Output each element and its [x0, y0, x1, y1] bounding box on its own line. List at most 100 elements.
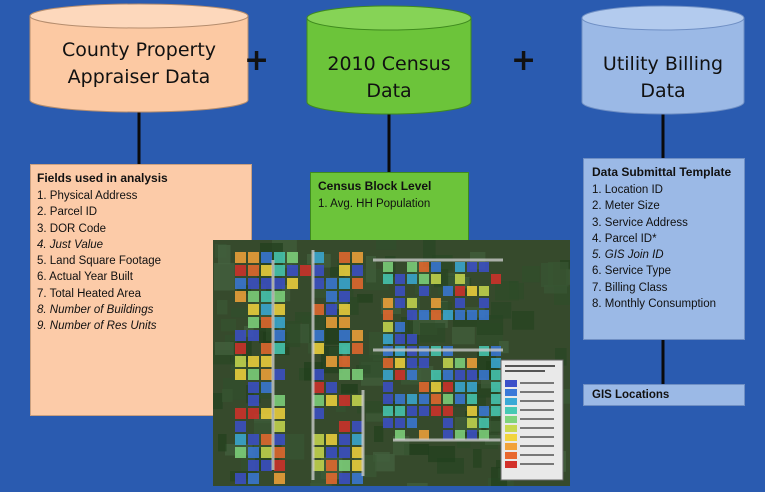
- list-item: 1. Avg. HH Population: [318, 198, 431, 210]
- parcel-cell: [352, 473, 363, 484]
- parcel-cell: [431, 394, 441, 404]
- map-legend-swatch-label: [520, 418, 554, 420]
- forest-texture: [428, 446, 456, 463]
- parcel-cell: [455, 286, 465, 296]
- forest-texture: [213, 393, 223, 410]
- map-legend-swatch: [505, 434, 517, 441]
- parcel-cell: [274, 434, 285, 445]
- parcel-cell: [261, 369, 272, 380]
- parcel-cell: [455, 298, 465, 308]
- parcel-cell: [352, 330, 363, 341]
- parcel-cell: [395, 406, 405, 416]
- parcel-cell: [313, 382, 324, 393]
- forest-texture: [435, 302, 452, 314]
- parcel-cell: [313, 343, 324, 354]
- list-item: 3. Service Address: [592, 216, 688, 229]
- map-legend-swatch: [505, 389, 517, 396]
- parcel-cell: [455, 370, 465, 380]
- parcel-cell: [339, 343, 350, 354]
- parcel-cell: [395, 430, 405, 440]
- parcel-cell: [467, 262, 477, 272]
- parcel-cell: [274, 343, 285, 354]
- parcel-cell: [313, 265, 324, 276]
- parcel-cell: [395, 358, 405, 368]
- list-item: 5. Land Square Footage: [37, 255, 162, 268]
- list-item: 1. Physical Address: [37, 190, 138, 202]
- parcel-cell: [326, 434, 337, 445]
- parcel-cell: [326, 473, 337, 484]
- plus-sign-left: +: [244, 43, 270, 78]
- forest-texture: [404, 406, 414, 429]
- list-item: 5. GIS Join ID: [592, 249, 664, 262]
- list-item: 4. Just Value: [37, 238, 104, 251]
- parcel-cell: [407, 406, 417, 416]
- forest-texture: [218, 434, 227, 452]
- forest-texture: [376, 240, 397, 250]
- map-legend-swatch-label: [520, 400, 554, 402]
- forest-texture: [373, 452, 390, 462]
- parcel-cell: [352, 421, 363, 432]
- parcel-cell: [235, 356, 246, 367]
- parcel-cell: [274, 291, 285, 302]
- parcel-cell: [313, 447, 324, 458]
- list-item: 7. Billing Class: [592, 281, 668, 294]
- parcel-cell: [407, 298, 417, 308]
- parcel-cell: [235, 408, 246, 419]
- forest-texture: [522, 266, 540, 283]
- forest-texture: [366, 256, 377, 283]
- forest-texture: [366, 412, 390, 422]
- parcel-cell: [431, 274, 441, 284]
- parcel-cell: [443, 358, 453, 368]
- parcel-cell: [326, 460, 337, 471]
- parcel-cell: [443, 418, 453, 428]
- list-item: 7. Total Heated Area: [37, 287, 141, 300]
- parcel-cell: [479, 430, 489, 440]
- parcel-cell: [287, 278, 298, 289]
- parcel-cell: [339, 291, 350, 302]
- parcel-cell: [419, 286, 429, 296]
- parcel-cell: [274, 265, 285, 276]
- parcel-cell: [261, 252, 272, 263]
- forest-texture: [488, 421, 510, 432]
- parcel-cell: [395, 370, 405, 380]
- parcel-cell: [339, 330, 350, 341]
- parcel-cell: [407, 274, 417, 284]
- list-item: 2. Parcel ID: [37, 206, 98, 219]
- parcel-cell: [326, 447, 337, 458]
- parcel-cell: [479, 310, 489, 320]
- heat-map-image: [213, 240, 570, 486]
- parcel-cell: [352, 343, 363, 354]
- map-legend-swatch-label: [520, 436, 554, 438]
- parcel-cell: [274, 330, 285, 341]
- parcel-cell: [274, 317, 285, 328]
- map-legend-swatch: [505, 452, 517, 459]
- parcel-cell: [274, 369, 285, 380]
- parcel-cell: [479, 262, 489, 272]
- parcel-cell: [326, 317, 337, 328]
- parcel-cell: [491, 370, 501, 380]
- parcel-cell: [274, 473, 285, 484]
- list-item: 6. Service Type: [592, 265, 672, 278]
- parcel-cell: [431, 262, 441, 272]
- parcel-cell: [339, 447, 350, 458]
- parcel-cell: [274, 278, 285, 289]
- parcel-cell: [431, 406, 441, 416]
- parcel-cell: [339, 278, 350, 289]
- parcel-cell: [443, 430, 453, 440]
- parcel-cell: [419, 430, 429, 440]
- forest-texture: [495, 281, 519, 301]
- parcel-cell: [479, 418, 489, 428]
- forest-texture: [341, 384, 358, 394]
- property-fields-heading: Fields used in analysis: [37, 171, 168, 185]
- parcel-cell: [419, 310, 429, 320]
- map-legend-swatch: [505, 461, 517, 468]
- parcel-cell: [339, 265, 350, 276]
- list-item: 8. Number of Buildings: [37, 304, 154, 317]
- parcel-cell: [248, 447, 259, 458]
- parcel-cell: [407, 394, 417, 404]
- parcel-cell: [300, 265, 311, 276]
- parcel-cell: [287, 265, 298, 276]
